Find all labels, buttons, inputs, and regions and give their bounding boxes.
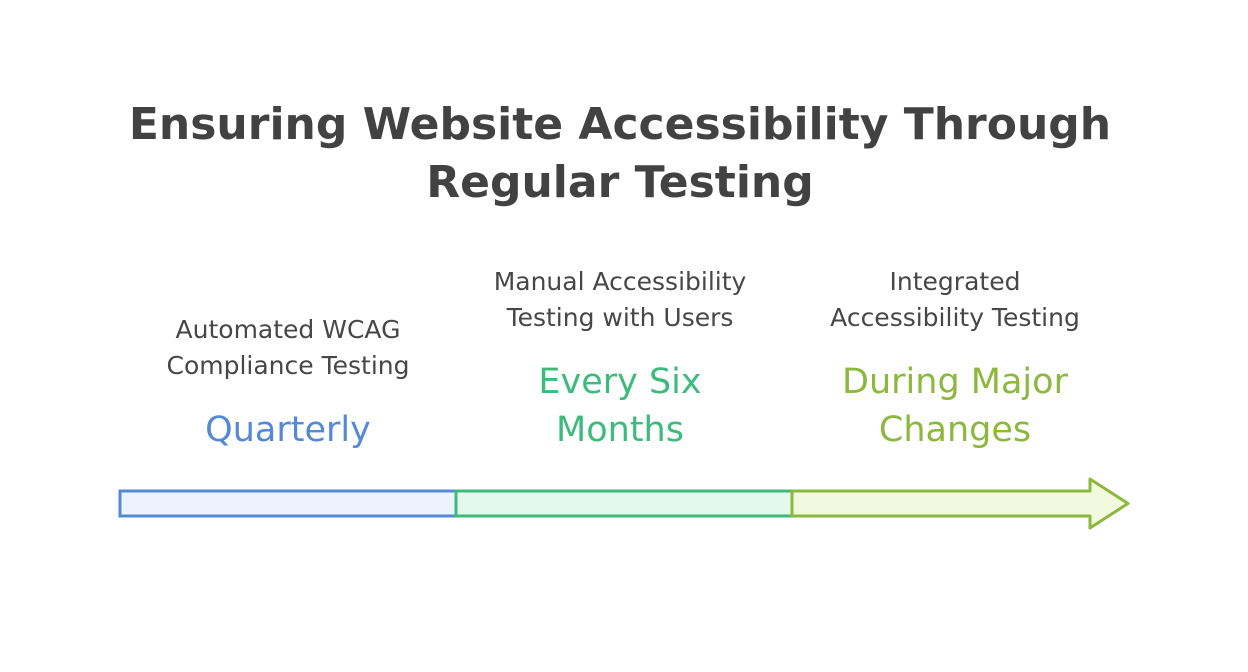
diagram-title: Ensuring Website Accessibility Through R… (128, 99, 1112, 208)
stage-manual-testing: Manual Accessibility Testing with Users … (460, 264, 780, 454)
timeline-segment-six-months (454, 489, 794, 518)
stage-label: Manual Accessibility Testing with Users (493, 267, 747, 332)
stage-integrated-testing: Integrated Accessibility Testing During … (795, 264, 1115, 454)
stage-label: Integrated Accessibility Testing (830, 267, 1080, 332)
stage-label: Automated WCAG Compliance Testing (166, 315, 410, 380)
stage-frequency: Every Six Months (538, 362, 702, 450)
stage-frequency: Quarterly (205, 410, 371, 450)
timeline-segment-quarterly (118, 489, 458, 518)
stage-automated-wcag: Automated WCAG Compliance Testing Quarte… (128, 312, 448, 454)
stage-frequency: During Major Changes (842, 362, 1068, 450)
timeline-segment-major-changes (790, 477, 1130, 530)
